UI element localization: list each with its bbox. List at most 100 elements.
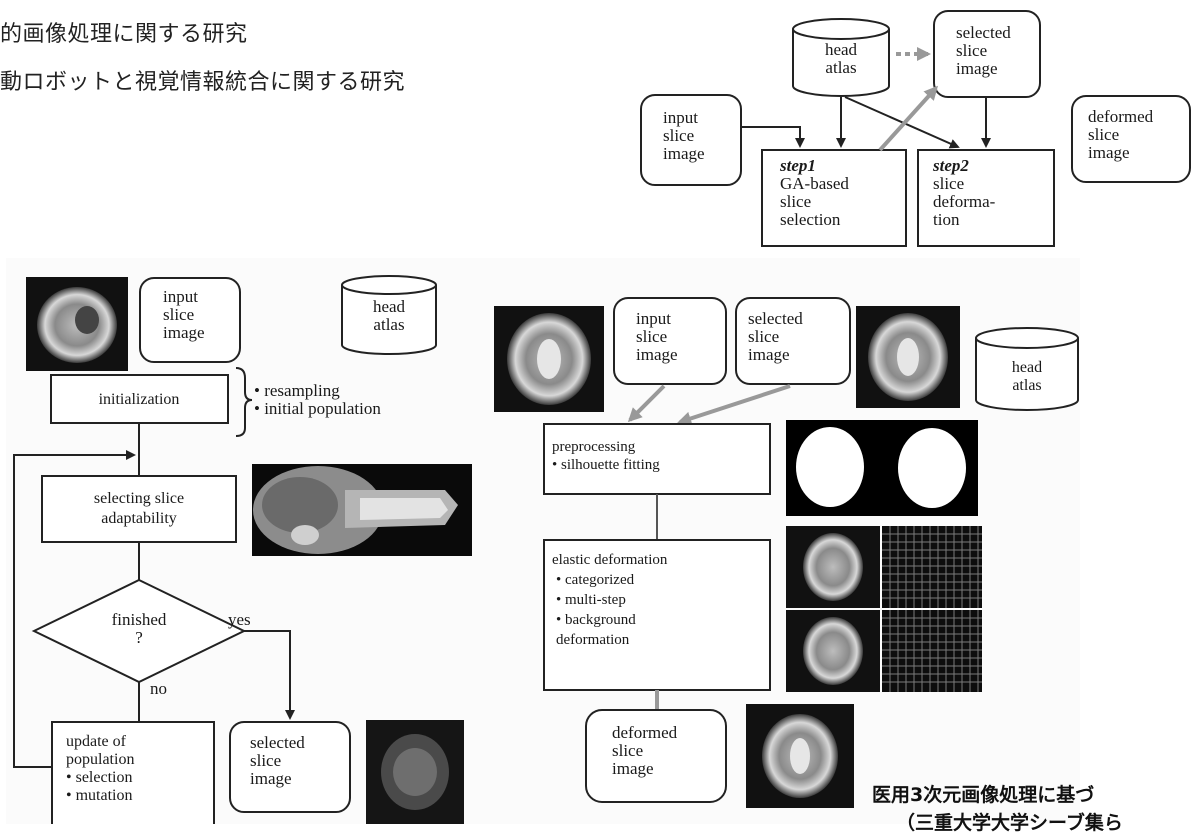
left-selected-l3: image xyxy=(250,769,292,788)
loop-back-arrow xyxy=(13,450,136,768)
selecting-slice-box: selecting slice adaptability xyxy=(41,475,237,543)
preprocessing-box: preprocessing • silhouette fitting xyxy=(543,423,771,495)
right-deformed-slice-box: deformed slice image xyxy=(585,709,727,803)
right-flowchart: input slice image selected slice image h… xyxy=(484,258,1080,824)
elastic-l1: elastic deformation xyxy=(552,552,668,568)
right-deformed-l2: slice xyxy=(612,741,643,760)
selecting-l2: adaptability xyxy=(101,510,177,527)
deformation-grid-images xyxy=(882,526,982,692)
initialization-box: initialization xyxy=(50,374,229,424)
gray-arrow-input-preprocessing xyxy=(627,384,666,423)
step2-l2: deforma- xyxy=(933,192,996,211)
right-deformed-l3: image xyxy=(612,759,654,778)
step1-l3: selection xyxy=(780,210,841,229)
top-input-l1: input xyxy=(663,108,698,127)
top-deformed-l1: deformed xyxy=(1088,107,1154,126)
elastic-l4: • background xyxy=(556,612,636,628)
elastic-deformation-box: elastic deformation • categorized • mult… xyxy=(543,539,771,691)
head-3d-render-image xyxy=(252,464,472,556)
left-selected-slice-box: selected slice image xyxy=(229,721,351,813)
left-input-mri-thumbnail xyxy=(26,277,128,371)
right-head-atlas-l1: head xyxy=(1012,359,1042,376)
header-line-1: 的画像処理に関する研究 xyxy=(0,22,248,47)
right-input-l1: input xyxy=(636,309,671,328)
init-note-2: • initial population xyxy=(254,399,381,418)
right-deformed-l1: deformed xyxy=(612,723,678,742)
initialization-label: initialization xyxy=(99,391,180,408)
update-l1: update of xyxy=(66,733,127,750)
right-selected-slice-box: selected slice image xyxy=(735,297,851,385)
top-input-slice-box: input slice image xyxy=(640,94,742,186)
init-note-1: • resampling xyxy=(254,381,340,400)
top-head-atlas-cylinder: head atlas xyxy=(792,18,890,97)
right-input-mri-thumbnail xyxy=(494,306,604,412)
top-gray-arrow-step1-selected xyxy=(878,85,939,152)
step1-l2: slice xyxy=(780,192,811,211)
top-input-l2: slice xyxy=(663,126,694,145)
step1-l1: GA-based xyxy=(780,174,849,193)
step2-box: step2 slice deforma- tion xyxy=(917,149,1055,247)
right-head-atlas-l2: atlas xyxy=(1012,377,1041,394)
left-selected-mri-thumbnail xyxy=(366,720,464,824)
top-deformed-slice-box: deformed slice image xyxy=(1071,95,1191,183)
elastic-l3: • multi-step xyxy=(556,592,626,608)
left-head-atlas-l1: head xyxy=(373,297,406,316)
top-selected-slice-box: selected slice image xyxy=(933,10,1041,98)
top-arrow-input-step1 xyxy=(741,126,805,148)
caption-line-2: （三重大学大学シーブ集ら xyxy=(896,812,1123,834)
elastic-l5: deformation xyxy=(556,632,630,648)
top-head-atlas-l1: head xyxy=(825,40,858,59)
yes-label: yes xyxy=(228,610,251,629)
right-input-l3: image xyxy=(636,345,678,364)
yes-arrow xyxy=(244,630,295,720)
finished-l1: finished xyxy=(112,610,167,629)
right-selected-l3: image xyxy=(748,345,790,364)
top-input-l3: image xyxy=(663,144,705,163)
step2-l1: slice xyxy=(933,174,964,193)
left-input-slice-box: input slice image xyxy=(139,277,241,363)
left-input-l1: input xyxy=(163,287,198,306)
top-selected-l1: selected xyxy=(956,23,1011,42)
top-deformed-l2: slice xyxy=(1088,125,1119,144)
deformation-brain-images xyxy=(786,526,880,692)
step1-title: step1 xyxy=(779,156,816,175)
selecting-l1: selecting slice xyxy=(94,490,184,507)
left-flowchart: input slice image head atlas initializat… xyxy=(6,258,506,824)
left-input-l2: slice xyxy=(163,305,194,324)
right-selected-l2: slice xyxy=(748,327,779,346)
step2-title: step2 xyxy=(932,156,969,175)
silhouette-images xyxy=(786,420,978,516)
left-selected-l2: slice xyxy=(250,751,281,770)
gray-arrow-selected-preprocessing xyxy=(677,384,791,426)
init-brace xyxy=(235,367,253,437)
right-selected-mri-thumbnail xyxy=(856,306,960,408)
right-selected-l1: selected xyxy=(748,309,803,328)
top-arrow-atlas-step2 xyxy=(844,96,960,149)
finished-diamond: finished ? xyxy=(31,578,247,684)
right-deformed-mri-thumbnail xyxy=(746,704,854,808)
left-head-atlas-l2: atlas xyxy=(373,315,404,334)
no-label: no xyxy=(150,679,167,698)
finished-l2: ? xyxy=(135,628,143,647)
top-deformed-l3: image xyxy=(1088,143,1130,162)
update-l4: • mutation xyxy=(66,787,132,804)
header-line-2: 動ロボットと視覚情報統合に関する研究 xyxy=(0,70,406,95)
left-head-atlas-cylinder: head atlas xyxy=(341,275,437,355)
top-head-atlas-l2: atlas xyxy=(825,58,856,77)
update-l3: • selection xyxy=(66,769,132,786)
preprocessing-l1: preprocessing xyxy=(552,439,636,455)
right-input-l2: slice xyxy=(636,327,667,346)
left-input-l3: image xyxy=(163,323,205,342)
update-l2: population xyxy=(66,751,134,768)
top-diagram: head atlas selected slice image input sl… xyxy=(640,10,1191,247)
elastic-l2: • categorized xyxy=(556,572,635,588)
top-selected-l2: slice xyxy=(956,41,987,60)
caption-line-1: 医用3次元画像処理に基づ xyxy=(872,784,1095,806)
update-population-box: update of population • selection • mutat… xyxy=(51,721,215,824)
right-input-slice-box: input slice image xyxy=(613,297,727,385)
top-selected-l3: image xyxy=(956,59,998,78)
step2-l3: tion xyxy=(933,210,960,229)
preprocessing-l2: • silhouette fitting xyxy=(552,457,660,473)
right-head-atlas-cylinder: head atlas xyxy=(975,327,1079,411)
